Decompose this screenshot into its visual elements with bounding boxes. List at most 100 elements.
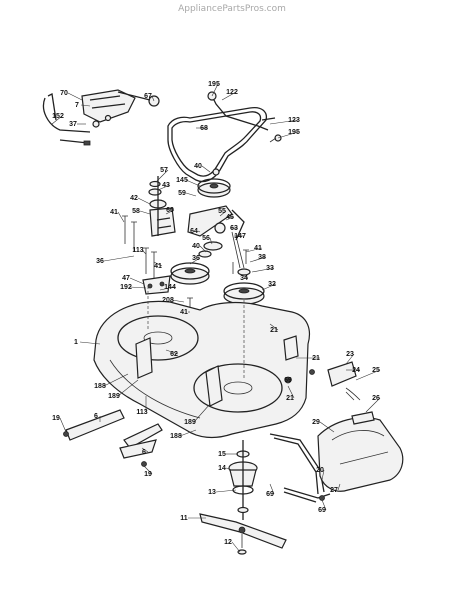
callout-label-41a: 41 xyxy=(110,209,118,216)
callout-label-24: 24 xyxy=(352,367,360,374)
callout-leader-47 xyxy=(129,277,145,285)
callout-label-34: 34 xyxy=(240,275,248,282)
callout-label-208: 208 xyxy=(162,297,174,304)
callout-leader-43 xyxy=(157,184,171,191)
callout-label-67: 67 xyxy=(144,93,152,100)
callout-leader-69c xyxy=(321,499,327,511)
callout-label-6b: 6 xyxy=(142,449,146,456)
callout-label-12: 12 xyxy=(224,539,232,546)
callout-label-36b: 36 xyxy=(192,255,200,262)
watermark-text: AppliancePartsPros.com xyxy=(178,4,286,14)
callout-leader-19a xyxy=(59,417,67,433)
callout-leader-20 xyxy=(321,469,325,481)
callout-leader-64 xyxy=(197,230,201,233)
callout-label-69b: 69 xyxy=(266,491,274,498)
callout-leader-56 xyxy=(209,237,213,245)
callout-label-20: 20 xyxy=(316,467,324,474)
callout-leader-144 xyxy=(159,286,175,291)
callout-leader-189b xyxy=(193,403,211,423)
callout-label-43: 43 xyxy=(162,182,170,189)
callout-leader-208 xyxy=(171,299,185,303)
spacer-stack-left xyxy=(148,176,176,237)
callout-label-69a: 69 xyxy=(284,377,292,384)
callout-leader-25 xyxy=(355,369,381,381)
callout-label-37: 37 xyxy=(69,121,77,128)
callout-leader-1 xyxy=(79,341,101,345)
callout-leader-122 xyxy=(221,91,237,101)
callout-leader-33 xyxy=(251,267,275,273)
callout-label-60: 60 xyxy=(166,207,174,214)
callout-label-113b: 113 xyxy=(136,409,147,416)
callout-leader-58 xyxy=(139,210,151,215)
callout-label-188b: 188 xyxy=(170,433,182,440)
callout-label-189a: 189 xyxy=(108,393,120,400)
callout-leader-188b xyxy=(179,429,197,437)
callout-label-1: 1 xyxy=(74,339,78,346)
callout-leaders xyxy=(51,83,381,553)
callout-leader-192 xyxy=(129,286,147,289)
callout-label-68: 68 xyxy=(200,125,208,132)
callout-leader-27 xyxy=(337,483,341,491)
idler-pulley-upper xyxy=(197,168,231,198)
spindle-assembly xyxy=(228,440,258,520)
callout-label-192: 192 xyxy=(120,284,132,291)
callout-label-69c: 69 xyxy=(318,507,326,514)
callout-label-145: 145 xyxy=(176,177,188,184)
callout-leader-34 xyxy=(243,275,249,279)
callout-label-14: 14 xyxy=(218,465,226,472)
callout-leader-29 xyxy=(319,421,335,433)
callout-label-64: 64 xyxy=(190,228,198,235)
callout-label-144: 144 xyxy=(164,284,176,291)
callout-leader-7 xyxy=(80,104,91,107)
mower-deck-housing xyxy=(93,286,311,439)
idler-arm-center xyxy=(187,205,245,269)
callout-label-23: 23 xyxy=(346,351,354,358)
callout-label-63: 63 xyxy=(230,225,238,232)
callout-label-195b: 195 xyxy=(288,129,300,136)
callout-leader-32 xyxy=(261,283,277,291)
callout-label-58: 58 xyxy=(132,208,140,215)
callout-label-27: 27 xyxy=(330,487,338,494)
bracket-right xyxy=(309,361,361,401)
discharge-chute xyxy=(317,411,404,492)
callout-leader-188a xyxy=(103,373,129,387)
callout-label-21c: 21 xyxy=(286,395,294,402)
callout-leader-67 xyxy=(151,95,155,102)
callout-label-47: 47 xyxy=(122,275,130,282)
callout-leader-60 xyxy=(165,209,175,215)
callout-leader-26 xyxy=(365,397,381,413)
callout-leader-123 xyxy=(269,119,299,125)
callout-label-13: 13 xyxy=(208,489,216,496)
callout-label-152: 152 xyxy=(52,113,64,120)
callout-label-42: 42 xyxy=(130,195,138,202)
center-pulley xyxy=(170,262,210,285)
callout-leader-23 xyxy=(345,353,355,365)
callout-leader-152 xyxy=(51,115,63,125)
callout-leader-62 xyxy=(165,349,179,355)
callout-label-122: 122 xyxy=(226,89,238,96)
callout-leader-41b xyxy=(245,247,263,253)
callout-leader-41c xyxy=(153,261,163,267)
callout-label-41d: 41 xyxy=(180,309,188,316)
callout-label-15: 15 xyxy=(218,451,226,458)
callout-label-57: 57 xyxy=(160,167,168,174)
callout-label-36a: 36 xyxy=(96,258,104,265)
callout-label-41b: 41 xyxy=(254,245,262,252)
callout-leader-40b xyxy=(199,245,207,253)
callout-label-29: 29 xyxy=(312,419,320,426)
callout-leader-42 xyxy=(137,197,151,205)
callout-leader-40a xyxy=(201,165,211,173)
callout-leader-195b xyxy=(277,131,299,139)
callout-label-189b: 189 xyxy=(184,419,196,426)
callout-leader-46 xyxy=(225,216,235,221)
callout-label-7: 7 xyxy=(75,102,79,109)
callout-label-21a: 21 xyxy=(270,327,278,334)
lift-linkage-assembly xyxy=(42,89,160,146)
callout-leader-38 xyxy=(249,256,267,263)
callout-leader-189a xyxy=(117,379,139,397)
callout-label-6a: 6 xyxy=(94,413,98,420)
callout-leader-145 xyxy=(185,179,201,187)
callout-label-70: 70 xyxy=(60,90,68,97)
callout-leader-113a xyxy=(141,249,147,255)
